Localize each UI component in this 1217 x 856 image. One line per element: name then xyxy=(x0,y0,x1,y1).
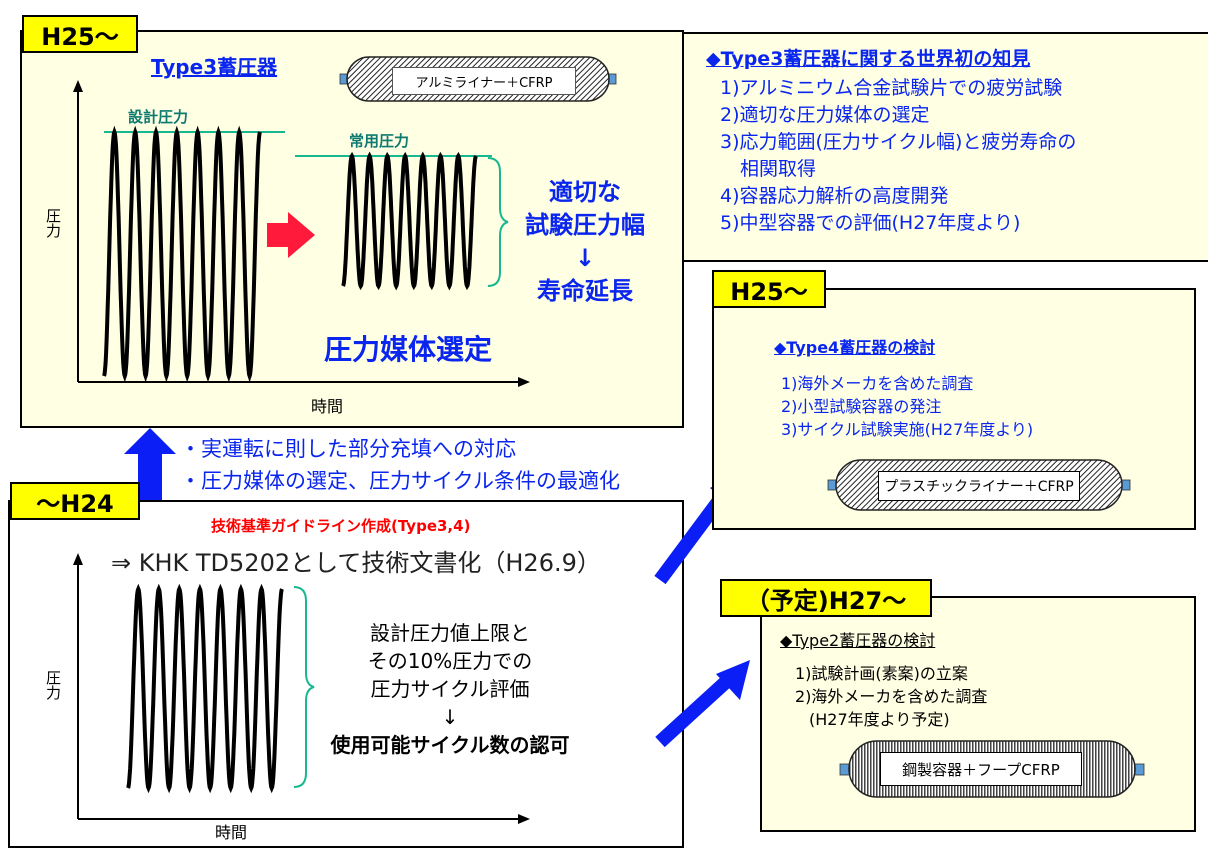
type3-right-text: 適切な 試験圧力幅 ↓ 寿命延長 xyxy=(525,178,645,305)
findings-title: ◆Type3蓄圧器に関する世界初の知見 xyxy=(706,48,1031,70)
findings-item: 相関取得 xyxy=(740,158,817,180)
h24-x-axis-label: 時間 xyxy=(215,823,248,842)
type3-pressure-chart xyxy=(73,80,530,387)
type2-item: (H27年度より予定) xyxy=(809,710,950,729)
findings-list: 1)アルミニウム合金試験片での疲労試験 2)適切な圧力媒体の選定 3)応力範囲(… xyxy=(720,75,1076,237)
type4-title: ◆Type4蓄圧器の検討 xyxy=(774,338,936,357)
type3-y-axis-label: 圧力 xyxy=(44,208,62,238)
findings-item: 1)アルミニウム合金試験片での疲労試験 xyxy=(720,77,1063,99)
document-label: ⇒ KHK TD5202として技術文書化（H26.9） xyxy=(111,549,601,577)
design-pressure-label: 設計圧力 xyxy=(128,108,189,126)
type4-vessel-label: プラスチックライナー＋CFRP xyxy=(878,471,1080,501)
tag-h25-type3: H25～ xyxy=(22,15,138,53)
type2-list: 1)試験計画(素案)の立案 2)海外メーカを含めた調査 (H27年度より予定) xyxy=(795,662,987,731)
type2-vessel-label: 鋼製容器＋フープCFRP xyxy=(880,752,1082,786)
type2-item: 1)試験計画(素案)の立案 xyxy=(795,664,968,683)
findings-item: 2)適切な圧力媒体の選定 xyxy=(720,104,930,126)
findings-item: 5)中型容器での評価(H27年度より) xyxy=(720,212,1021,234)
up-arrow-icon xyxy=(124,428,176,500)
h24-brace-icon xyxy=(293,586,315,788)
normal-pressure-label: 常用圧力 xyxy=(349,132,410,150)
type4-item: 3)サイクル試験実施(H27年度より) xyxy=(781,420,1034,439)
findings-item: 4)容器応力解析の高度開発 xyxy=(720,185,949,207)
type2-title: ◆Type2蓄圧器の検討 xyxy=(780,631,936,650)
tag-h24: ～H24 xyxy=(10,482,140,520)
normal-pressure-wave xyxy=(341,151,478,291)
tag-h27-type2: （予定)H27～ xyxy=(720,579,932,617)
type2-item: 2)海外メーカを含めた調査 xyxy=(795,687,988,706)
media-selection-label: 圧力媒体選定 xyxy=(324,333,493,366)
guideline-label: 技術基準ガイドライン作成(Type3,4) xyxy=(211,517,471,535)
red-arrow-icon xyxy=(267,212,315,258)
arrow-to-type2-icon xyxy=(655,660,750,748)
type3-x-axis-label: 時間 xyxy=(311,397,344,416)
h24-pressure-wave xyxy=(126,583,284,794)
h24-eval-text: 設計圧力値上限と その10%圧力での 圧力サイクル評価 ↓ 使用可能サイクル数の… xyxy=(330,621,570,757)
type3-vessel-label: アルミライナー＋CFRP xyxy=(392,67,576,95)
findings-box xyxy=(684,32,1208,262)
type4-list: 1)海外メーカを含めた調査 2)小型試験容器の発注 3)サイクル試験実施(H27… xyxy=(781,372,1033,441)
type3-title: Type3蓄圧器 xyxy=(151,55,278,79)
tag-h25-type4: H25～ xyxy=(712,270,826,308)
brace-icon xyxy=(487,157,509,287)
panel-h24 xyxy=(8,500,684,848)
findings-item: 3)応力範囲(圧力サイクル幅)と疲労寿命の xyxy=(720,131,1077,153)
h24-pressure-chart xyxy=(73,553,530,824)
h24-y-axis-label: 圧力 xyxy=(44,670,62,700)
design-pressure-wave xyxy=(102,125,262,383)
type4-item: 1)海外メーカを含めた調査 xyxy=(781,374,974,393)
transition-text: ・実運転に則した部分充填への対応 ・圧力媒体の選定、圧力サイクル条件の最適化 xyxy=(180,437,620,493)
type4-item: 2)小型試験容器の発注 xyxy=(781,397,942,416)
